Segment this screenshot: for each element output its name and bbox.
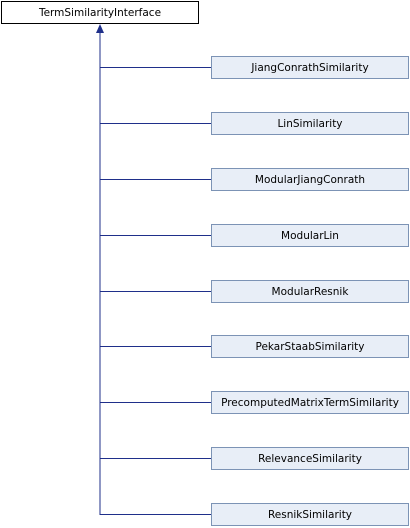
child-class-node[interactable]: PekarStaabSimilarity (211, 335, 409, 358)
child-class-node[interactable]: LinSimilarity (211, 112, 409, 135)
child-class-node[interactable]: PrecomputedMatrixTermSimilarity (211, 391, 409, 414)
child-class-node[interactable]: ModularJiangConrath (211, 168, 409, 191)
child-class-node[interactable]: JiangConrathSimilarity (211, 56, 409, 79)
child-class-node[interactable]: ResnikSimilarity (211, 503, 409, 526)
child-class-node[interactable]: ModularLin (211, 224, 409, 247)
base-class-node[interactable]: TermSimilarityInterface (1, 1, 199, 24)
child-class-node[interactable]: RelevanceSimilarity (211, 447, 409, 470)
child-class-node[interactable]: ModularResnik (211, 280, 409, 303)
generalization-arrowhead (96, 24, 104, 33)
